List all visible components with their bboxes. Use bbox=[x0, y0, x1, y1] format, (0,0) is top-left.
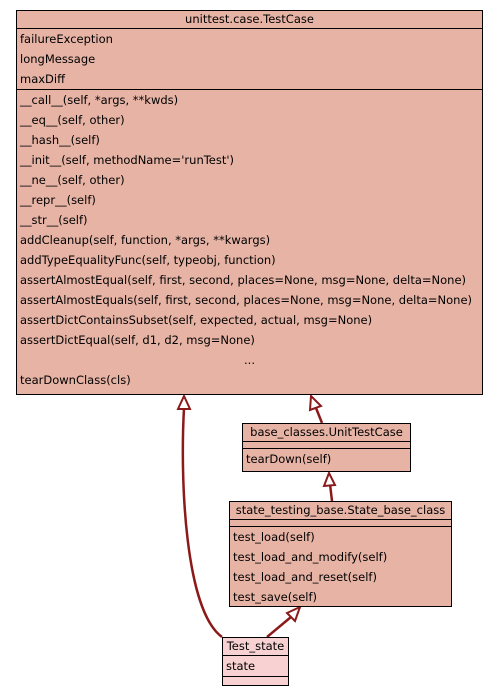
attributes-section bbox=[230, 519, 451, 526]
class-testcase: unittest.case.TestCase failureException … bbox=[16, 10, 483, 395]
method: assertAlmostEquals(self, first, second, … bbox=[20, 293, 473, 307]
methods-section: test_load(self) test_load_and_modify(sel… bbox=[230, 526, 451, 607]
ellipsis: ... bbox=[244, 353, 255, 367]
methods-section: __call__(self, *args, **kwds) __eq__(sel… bbox=[17, 89, 482, 390]
edge-teststate-to-statebase bbox=[266, 616, 292, 638]
class-statebase: state_testing_base.State_base_class test… bbox=[229, 501, 452, 607]
attribute: longMessage bbox=[20, 52, 96, 66]
method: __init__(self, methodName='runTest') bbox=[20, 153, 235, 167]
method: __hash__(self) bbox=[20, 133, 100, 147]
method: test_save(self) bbox=[233, 590, 318, 604]
method: assertDictContainsSubset(self, expected,… bbox=[20, 313, 373, 327]
method: test_load_and_reset(self) bbox=[233, 570, 377, 584]
method: test_load_and_modify(self) bbox=[233, 550, 388, 564]
class-name: state_testing_base.State_base_class bbox=[235, 503, 446, 517]
method: tearDown(self) bbox=[246, 452, 332, 466]
method: __str__(self) bbox=[20, 213, 88, 227]
class-unittestcase: base_classes.UnitTestCase tearDown(self) bbox=[242, 423, 411, 472]
attribute: maxDiff bbox=[20, 72, 66, 86]
attributes-section: state bbox=[223, 655, 288, 676]
methods-section bbox=[223, 676, 288, 683]
method: addTypeEqualityFunc(self, typeobj, funct… bbox=[20, 253, 276, 267]
method: __ne__(self, other) bbox=[20, 173, 125, 187]
method: __eq__(self, other) bbox=[20, 113, 125, 127]
method: assertAlmostEqual(self, first, second, p… bbox=[20, 273, 467, 287]
arrowhead-testcase-left bbox=[176, 393, 192, 410]
arrowhead-statebase bbox=[285, 605, 302, 623]
attribute: state bbox=[226, 659, 256, 673]
method: __call__(self, *args, **kwds) bbox=[20, 93, 179, 107]
method: tearDownClass(cls) bbox=[20, 373, 131, 387]
attribute: failureException bbox=[20, 32, 113, 46]
method: assertDictEqual(self, d1, d2, msg=None) bbox=[20, 333, 255, 347]
method: addCleanup(self, function, *args, **kwar… bbox=[20, 233, 271, 247]
edge-statebase-to-unittestcase bbox=[328, 483, 334, 502]
method: test_load(self) bbox=[233, 530, 315, 544]
arrowhead-testcase-right bbox=[308, 393, 323, 412]
attributes-section: failureException longMessage maxDiff bbox=[17, 28, 482, 89]
class-name: base_classes.UnitTestCase bbox=[250, 425, 403, 439]
class-name: unittest.case.TestCase bbox=[185, 12, 314, 26]
method: __repr__(self) bbox=[20, 193, 96, 207]
class-teststate: Test_state state bbox=[222, 637, 289, 686]
arrowhead-unittestcase bbox=[322, 470, 337, 488]
class-name: Test_state bbox=[226, 639, 285, 653]
attributes-section bbox=[243, 441, 410, 448]
edge-teststate-to-testcase bbox=[181, 407, 223, 639]
methods-section: tearDown(self) bbox=[243, 448, 410, 469]
edge-unittestcase-to-testcase bbox=[314, 407, 324, 424]
